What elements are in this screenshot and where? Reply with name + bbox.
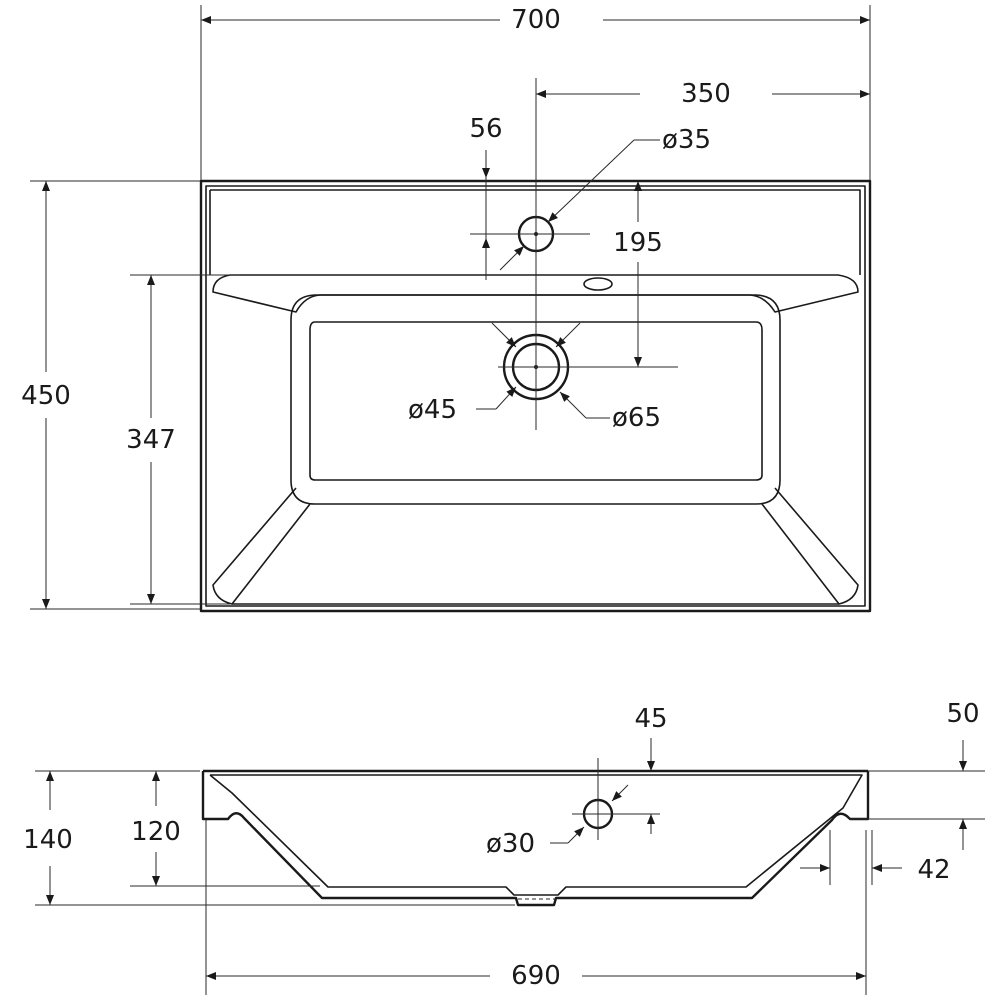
dim-45-leader-arrow-top bbox=[491, 322, 517, 348]
dim-30-leader-arrow bbox=[567, 826, 585, 844]
dim-350-label: 350 bbox=[681, 79, 731, 109]
dim-30-label: ø30 bbox=[486, 829, 535, 859]
dim-700-label: 700 bbox=[511, 5, 561, 35]
dim-s45-label: 45 bbox=[634, 704, 667, 734]
overflow-slot bbox=[583, 277, 613, 291]
bowl-bottom-inner bbox=[309, 321, 763, 481]
bowl-slope-right bbox=[761, 487, 859, 605]
side-outer-profile bbox=[201, 771, 870, 907]
dim-35-leader-arrow-opposite bbox=[499, 245, 525, 271]
dim-35-leader-arrow bbox=[547, 139, 635, 223]
side-inner-profile bbox=[209, 774, 863, 896]
dim-30-leader-arrow-opposite bbox=[611, 784, 629, 802]
dim-65-leader-arrow bbox=[559, 391, 587, 419]
dim-140-label: 140 bbox=[23, 825, 73, 855]
dim-42-label: 42 bbox=[917, 855, 950, 885]
dim-65-label: ø65 bbox=[612, 403, 661, 433]
dim-195-label: 195 bbox=[613, 228, 663, 258]
dim-45-label: ø45 bbox=[408, 395, 457, 425]
dim-347-label: 347 bbox=[126, 425, 176, 455]
dim-35-label: ø35 bbox=[662, 125, 711, 155]
bowl-slope-left bbox=[212, 487, 311, 605]
dim-690-label: 690 bbox=[511, 961, 561, 991]
top-view: 700 350 450 347 56 195 ø35 bbox=[21, 5, 872, 613]
dim-450-label: 450 bbox=[21, 381, 71, 411]
deck-back-line bbox=[210, 189, 861, 275]
side-view: 45 50 140 120 ø30 42 690 bbox=[23, 699, 985, 995]
dim-56-label: 56 bbox=[469, 114, 502, 144]
dim-120-label: 120 bbox=[131, 817, 181, 847]
dim-50-label: 50 bbox=[946, 699, 979, 729]
bowl-bottom-outer bbox=[290, 294, 781, 505]
dim-45-leader-arrow bbox=[495, 386, 517, 410]
dim-65-leader-arrow-top bbox=[555, 322, 581, 348]
